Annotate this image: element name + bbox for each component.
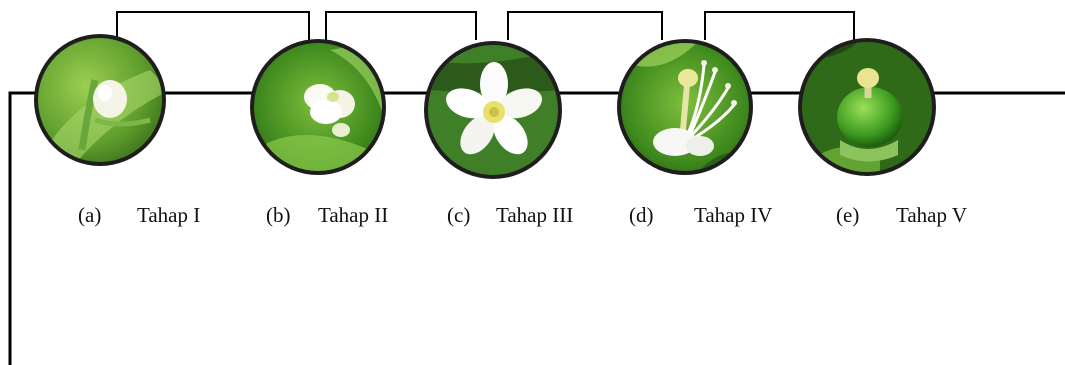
bracket-ab	[116, 11, 310, 40]
stage-a-photo	[34, 34, 166, 166]
stage-c-name: Tahap III	[496, 203, 574, 227]
stage-b-name: Tahap II	[318, 203, 389, 227]
stage-d-name: Tahap IV	[694, 203, 773, 227]
stage-e-name: Tahap V	[896, 203, 968, 227]
stage-c-letter: (c)	[447, 203, 471, 227]
stage-a-letter: (a)	[78, 203, 102, 227]
stage-d-photo	[617, 39, 753, 175]
stage-e-photo	[798, 38, 936, 176]
bracket-cd	[507, 11, 663, 40]
stage-d-letter: (d)	[629, 203, 654, 227]
stage-e-letter: (e)	[836, 203, 860, 227]
bracket-bc	[325, 11, 477, 40]
bracket-de	[704, 11, 855, 40]
stage-c-photo	[424, 41, 562, 179]
stage-a-name: Tahap I	[137, 203, 201, 227]
stage-b-photo	[250, 39, 386, 175]
stage-b-letter: (b)	[266, 203, 291, 227]
